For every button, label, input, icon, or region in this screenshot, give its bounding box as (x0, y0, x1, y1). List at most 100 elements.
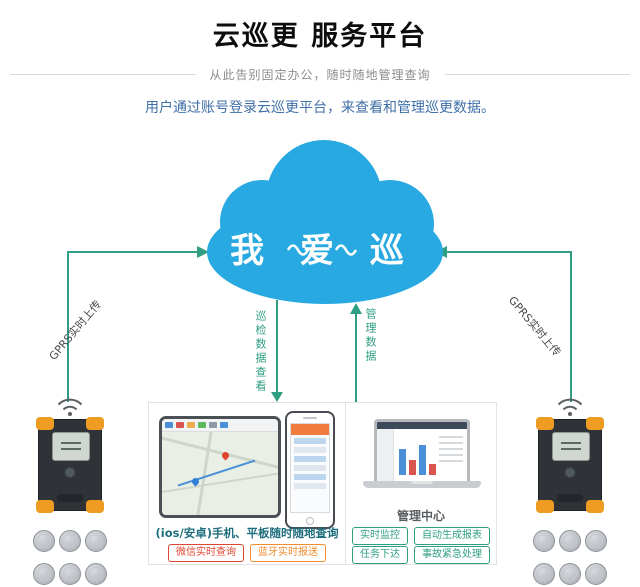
dashboard-bar (399, 449, 406, 475)
dashboard-bar (409, 460, 416, 475)
checkpoint-tag (533, 563, 555, 585)
mobile-tags-row: 微信实时查询 蓝牙实时报送 (149, 544, 345, 562)
map-pin-icon (220, 450, 231, 461)
toolbar-chip (165, 422, 173, 428)
cloud-logo-text: 我 爱 巡 (230, 231, 416, 271)
admin-tags-row-2: 任务下达 事故紧急处理 (346, 546, 496, 564)
patrol-device-screen (52, 432, 90, 461)
dashboard-table-row (439, 454, 463, 456)
wave-decoration-left (286, 244, 310, 256)
checkpoint-tag (33, 563, 55, 585)
map-toolbar (162, 419, 278, 432)
patrol-data-view-label: 巡检数据查看 (254, 310, 267, 394)
dashboard-table-row (439, 460, 463, 462)
phone-speaker (303, 417, 317, 419)
dashboard-sidebar (377, 429, 394, 481)
bumper-pad (36, 417, 54, 430)
patrol-device-button (64, 467, 76, 478)
phone-list-row (294, 465, 326, 471)
dashboard-navbar (377, 422, 467, 429)
toolbar-chip (176, 422, 184, 428)
checkpoint-tag (585, 563, 607, 585)
screen-text-line (561, 448, 581, 450)
laptop-screen (374, 419, 470, 481)
phone-list-row (294, 456, 326, 462)
bumper-pad (586, 417, 604, 430)
toolbar-chip (220, 422, 228, 428)
mobile-panel-caption: (ios/安卓)手机、平板随时随地查询 (155, 526, 339, 540)
subtitle-row: 从此告别固定办公，随时随地管理查询 (0, 66, 640, 82)
patrol-device-left (36, 417, 104, 513)
wave-decoration-right (334, 244, 358, 256)
patrol-device-right (536, 417, 604, 513)
mobile-query-panel: (ios/安卓)手机、平板随时随地查询 微信实时查询 蓝牙实时报送 (148, 402, 345, 565)
tablet-device (159, 416, 281, 518)
admin-center-panel: 管理中心 实时监控 自动生成报表 任务下达 事故紧急处理 (345, 402, 497, 565)
map-view (162, 432, 278, 515)
bumper-pad (586, 500, 604, 513)
arrow-left-to-cloud (197, 246, 209, 258)
patrol-device-button (564, 467, 576, 478)
tag-bluetooth-report: 蓝牙实时报送 (250, 544, 326, 562)
phone-screen (290, 423, 330, 513)
subtitle-divider-right (444, 73, 631, 75)
tag-task-assign: 任务下达 (352, 546, 408, 564)
bumper-pad (536, 500, 554, 513)
screen-text-line (561, 442, 581, 444)
checkpoint-tag (59, 563, 81, 585)
checkpoint-tag (559, 563, 581, 585)
screen-text-line (61, 442, 81, 444)
bumper-pad (536, 417, 554, 430)
phone-app-header (291, 424, 329, 435)
connector-right-device (447, 251, 572, 402)
wifi-icon-right (557, 398, 583, 416)
subtitle: 从此告别固定办公，随时随地管理查询 (209, 67, 431, 82)
dashboard-table-row (439, 448, 463, 450)
checkpoint-tag (559, 530, 581, 552)
screen-text-line (61, 448, 81, 450)
dashboard-bar (429, 464, 436, 475)
laptop-device (363, 419, 481, 488)
phone-list-row (294, 474, 326, 480)
checkpoint-tag (59, 530, 81, 552)
arrow-right-to-cloud (435, 246, 447, 258)
arrow-up-to-cloud (350, 303, 362, 314)
toolbar-chip (187, 422, 195, 428)
checkpoint-tag (533, 530, 555, 552)
tag-wechat-query: 微信实时查询 (168, 544, 244, 562)
bumper-pad (86, 417, 104, 430)
tag-emergency-handle: 事故紧急处理 (414, 546, 490, 564)
laptop-base (363, 481, 481, 488)
admin-tags-row-1: 实时监控 自动生成报表 (346, 527, 496, 545)
tag-realtime-monitor: 实时监控 (352, 527, 408, 545)
wifi-icon-left (57, 398, 83, 416)
toolbar-chip (198, 422, 206, 428)
connector-arrowheads (197, 246, 447, 402)
patrol-device-screen (552, 432, 590, 461)
phone-list-row (294, 438, 326, 444)
phone-home-button (306, 517, 314, 525)
phone-list-row (294, 483, 326, 489)
dashboard-bar (419, 445, 426, 475)
manage-data-label: 管理数据 (364, 308, 377, 364)
cloud-logo: 我 爱 巡 (230, 231, 416, 271)
phone-device (285, 411, 335, 529)
checkpoint-tag (33, 530, 55, 552)
arrow-down-to-mobile (271, 392, 283, 402)
gprs-upload-label-right: GPRS实时上传 (505, 293, 564, 359)
toolbar-chip (209, 422, 217, 428)
checkpoint-tag (585, 530, 607, 552)
connector-lines (67, 251, 572, 402)
checkpoint-tag (85, 530, 107, 552)
dashboard-table-row (439, 436, 463, 438)
subtitle-divider-left (10, 73, 196, 75)
checkpoint-tag (85, 563, 107, 585)
phone-list-row (294, 447, 326, 453)
description-text: 用户通过账号登录云巡更平台，来查看和管理巡更数据。 (145, 100, 495, 116)
admin-panel-caption: 管理中心 (396, 509, 445, 523)
bumper-pad (86, 500, 104, 513)
cloud-shape (207, 140, 443, 304)
bumper-pad (36, 500, 54, 513)
dashboard-table-row (439, 442, 463, 444)
